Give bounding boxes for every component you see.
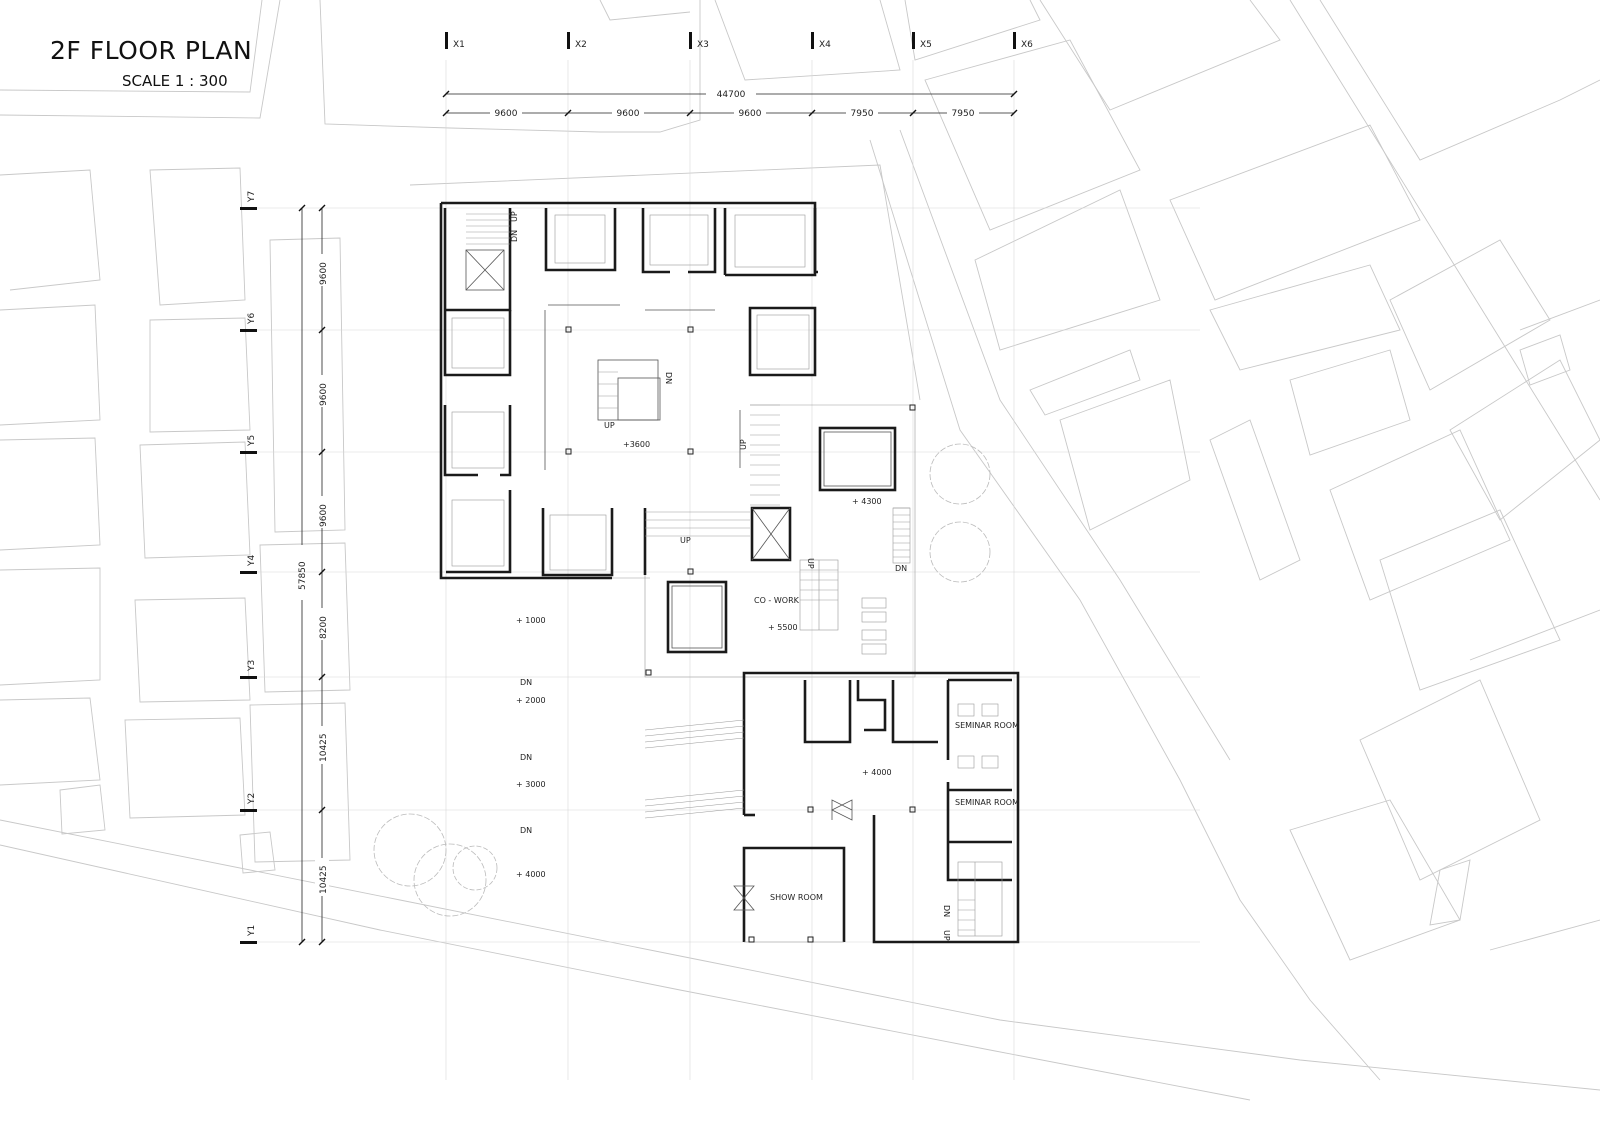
plan-title: 2F FLOOR PLAN xyxy=(50,36,253,65)
axis-x5: X5 xyxy=(920,40,932,50)
stair-label-up-5: UP xyxy=(806,558,815,569)
axis-x2: X2 xyxy=(575,40,587,50)
dim-left-span-2: 9600 xyxy=(319,383,329,406)
trees xyxy=(373,443,991,917)
southeast-building: SEMINAR ROOM SEMINAR ROOM + 4000 DN UP S… xyxy=(644,671,1020,944)
level-4300: + 4300 xyxy=(852,497,882,506)
dim-top-total: 44700 xyxy=(717,90,746,100)
dim-left-span-5: 10425 xyxy=(319,733,329,762)
dim-top-span-1: 9600 xyxy=(495,109,518,119)
left-dimensions: 57850 9600 9600 9600 8200 10425 10425 xyxy=(298,204,329,946)
plan-scale: SCALE 1 : 300 xyxy=(122,72,228,90)
stair-label-up-1: UP xyxy=(510,211,519,222)
stair-label-dn-4: DN xyxy=(942,905,951,917)
level-3000: + 3000 xyxy=(516,780,546,789)
level-5500: + 5500 xyxy=(768,623,798,632)
dim-top-span-4: 7950 xyxy=(851,109,874,119)
main-building: UP DN UP D xyxy=(439,201,916,678)
top-dimensions: 44700 9600 9600 9600 7950 7950 xyxy=(442,90,1018,119)
axis-x4: X4 xyxy=(819,40,831,50)
dim-top-span-2: 9600 xyxy=(617,109,640,119)
dim-left-span-6: 10425 xyxy=(319,865,329,894)
stair-label-dn-5: DN xyxy=(520,678,532,687)
axis-y1: Y1 xyxy=(247,925,257,937)
room-showroom: SHOW ROOM xyxy=(770,893,823,902)
level-4000-b: + 4000 xyxy=(516,870,546,879)
axis-y4: Y4 xyxy=(247,555,257,567)
axis-y2: Y2 xyxy=(247,793,257,805)
level-2000: + 2000 xyxy=(516,696,546,705)
stair-label-up-6: UP xyxy=(942,930,951,941)
room-seminar-1: SEMINAR ROOM xyxy=(955,721,1019,730)
structural-grid xyxy=(245,60,1200,1080)
site-context xyxy=(0,0,1600,1101)
dim-left-span-4: 8200 xyxy=(319,616,329,639)
stair-label-dn-6: DN xyxy=(520,753,532,762)
stair-label-up-2: UP xyxy=(604,421,615,430)
level-3600: +3600 xyxy=(623,440,650,449)
dim-top-span-5: 7950 xyxy=(952,109,975,119)
dim-left-total: 57850 xyxy=(298,561,308,590)
x-axis-markers: X1 X2 X3 X4 X5 X6 xyxy=(445,32,1033,50)
axis-y3: Y3 xyxy=(247,660,257,672)
stair-label-up-4: UP xyxy=(739,439,748,450)
stair-label-dn-7: DN xyxy=(520,826,532,835)
axis-x6: X6 xyxy=(1021,40,1033,50)
axis-y6: Y6 xyxy=(247,313,257,325)
stair-label-dn-3: DN xyxy=(895,564,907,573)
axis-y7: Y7 xyxy=(247,191,257,203)
dim-top-span-3: 9600 xyxy=(739,109,762,119)
stair-label-dn-1: DN xyxy=(510,230,519,242)
dim-left-span-1: 9600 xyxy=(319,262,329,285)
room-seminar-2: SEMINAR ROOM xyxy=(955,798,1019,807)
axis-x3: X3 xyxy=(697,40,709,50)
dim-left-span-3: 9600 xyxy=(319,504,329,527)
room-cowork: CO - WORK xyxy=(754,596,800,605)
y-axis-markers: Y7 Y6 Y5 Y4 Y3 Y2 Y1 xyxy=(240,191,257,944)
axis-y5: Y5 xyxy=(247,435,257,447)
axis-x1: X1 xyxy=(453,40,465,50)
level-1000: + 1000 xyxy=(516,616,546,625)
stair-label-dn-2: DN xyxy=(664,372,673,384)
level-4000-a: + 4000 xyxy=(862,768,892,777)
exterior-levels: + 1000 DN + 2000 DN + 3000 DN + 4000 xyxy=(516,616,546,879)
stair-label-up-3: UP xyxy=(680,536,691,545)
